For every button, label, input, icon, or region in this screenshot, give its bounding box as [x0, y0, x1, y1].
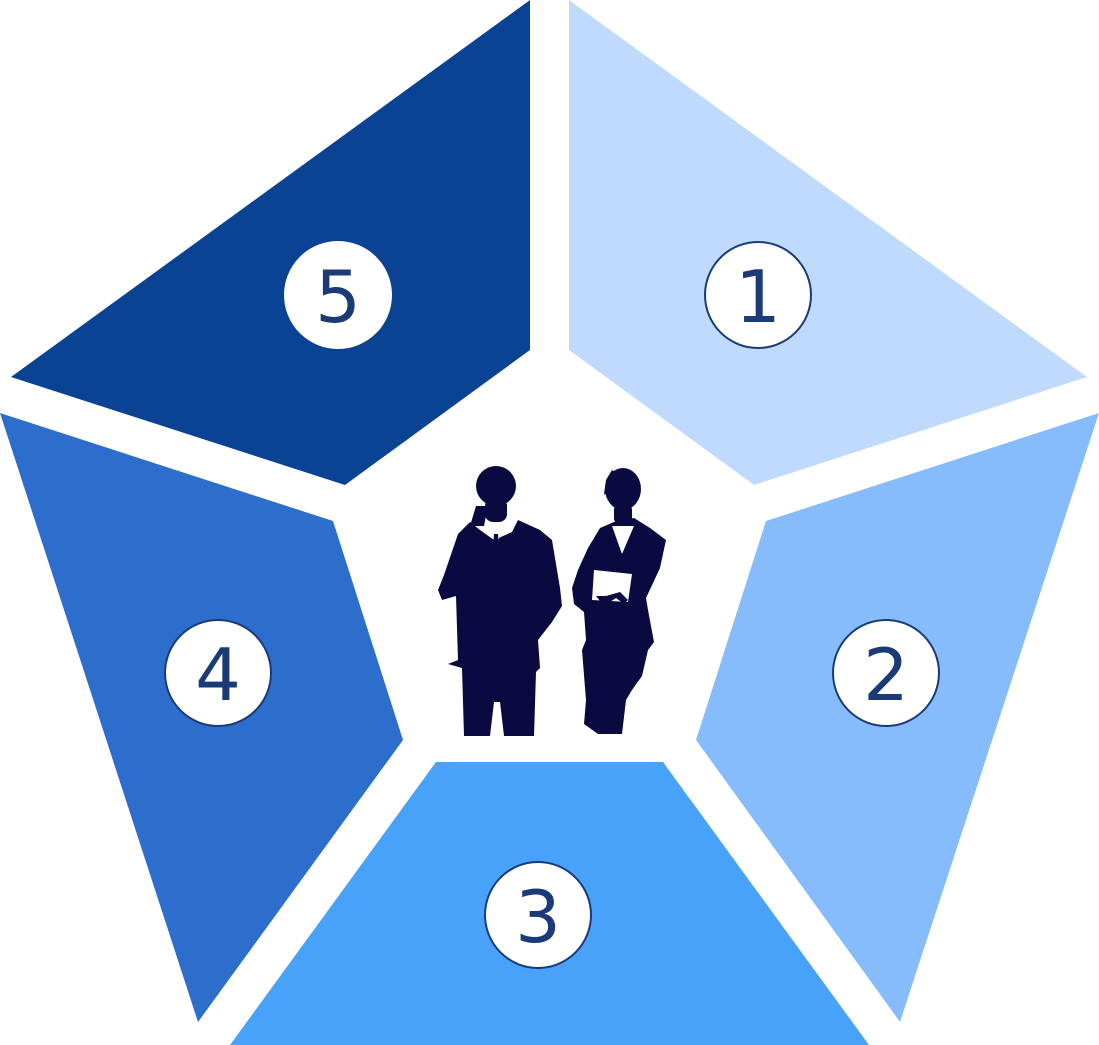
segment-1-shape [569, 0, 1087, 485]
segment-1: 1 [569, 0, 1087, 485]
segment-3-badge [484, 861, 592, 969]
segment-5: 5 [11, 0, 530, 485]
segment-5-shape [11, 0, 530, 485]
segment-2-number: 2 [863, 633, 909, 717]
man-silhouette [438, 466, 562, 736]
segment-5-badge [284, 241, 392, 349]
business-people-silhouette-icon [438, 466, 666, 736]
segment-4-badge [164, 619, 272, 727]
segment-1-badge [704, 241, 812, 349]
segment-2-badge [832, 619, 940, 727]
woman-silhouette [572, 468, 666, 734]
segment-1-number: 1 [735, 255, 781, 339]
segment-3: 3 [230, 762, 869, 1045]
segment-4: 4 [0, 413, 403, 1022]
segment-5-number: 5 [315, 255, 361, 339]
segment-3-number: 3 [515, 875, 561, 959]
segment-2: 2 [696, 413, 1099, 1022]
segment-4-number: 4 [195, 633, 241, 717]
